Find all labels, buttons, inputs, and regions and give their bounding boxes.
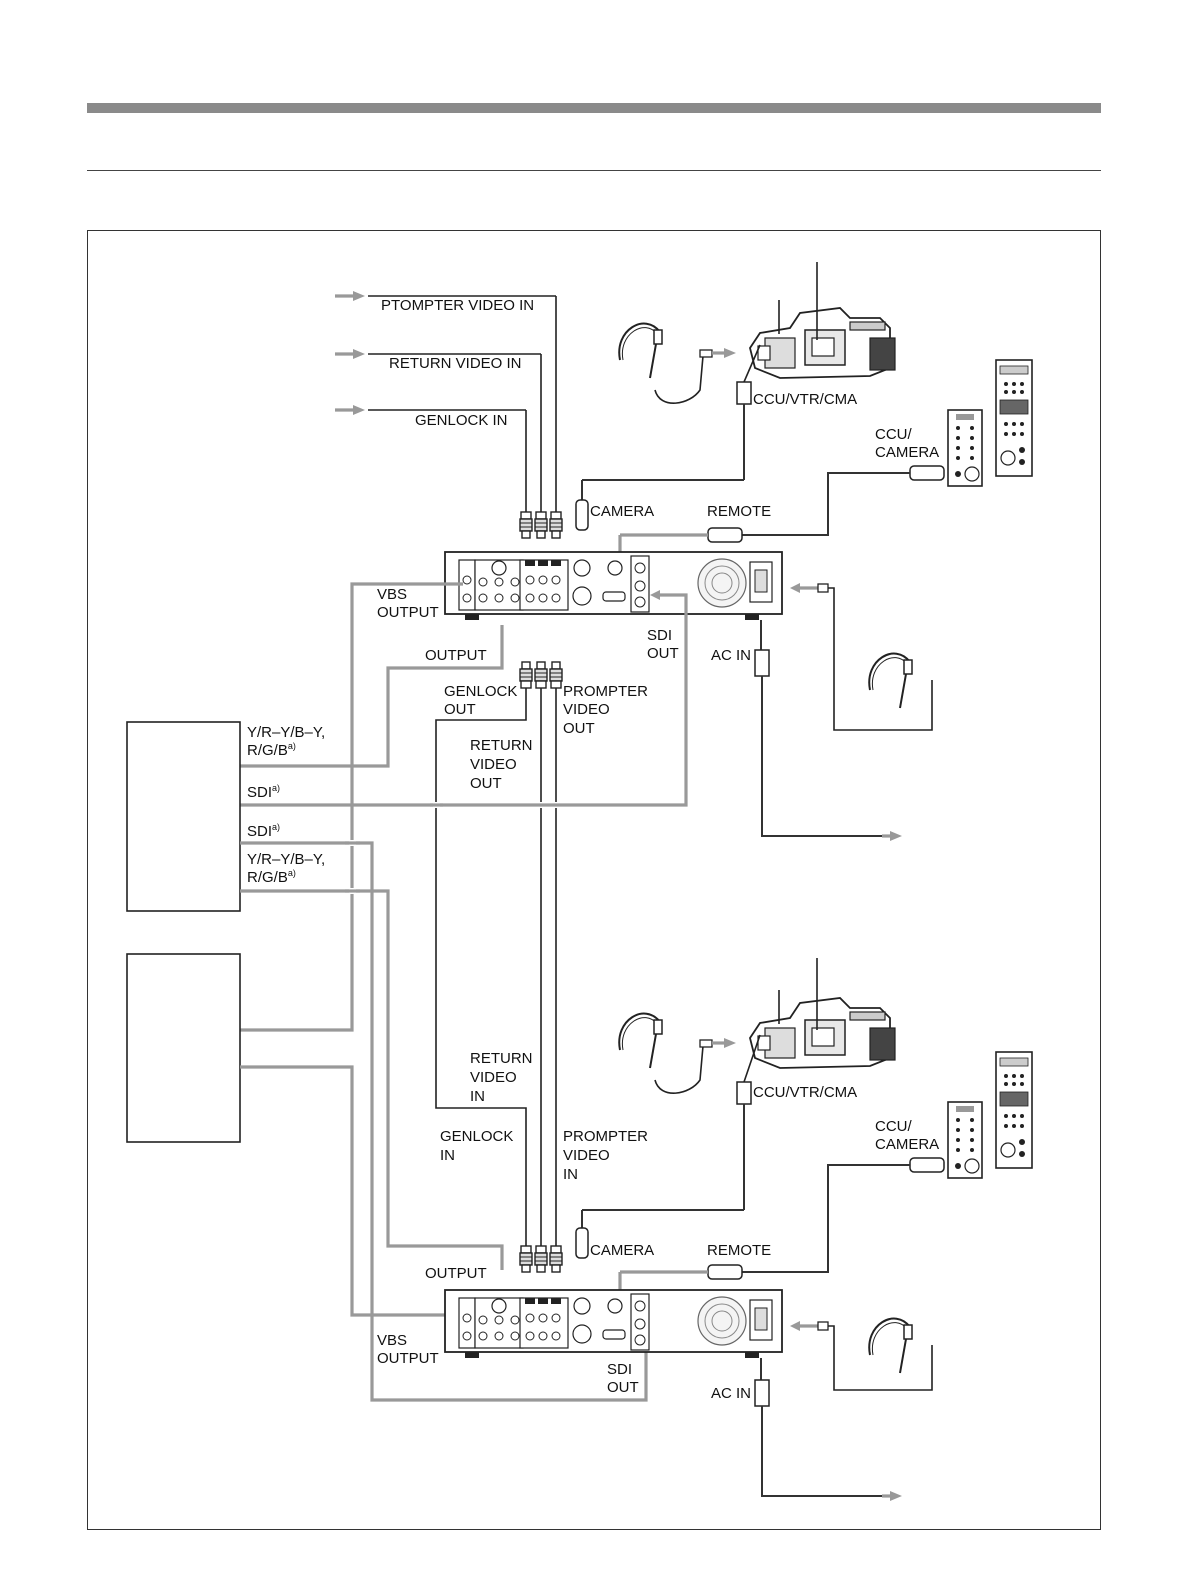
bnc-connector-icon [519, 1245, 533, 1273]
ccu-label: CCU/ [875, 1118, 912, 1135]
remote-connector-icon [909, 1157, 945, 1173]
remote-plug-icon [707, 1264, 743, 1280]
ccu-camera-label: CAMERA [875, 444, 939, 461]
sdi-out-cable [240, 593, 688, 807]
genlock-label: GENLOCK [444, 683, 517, 700]
ccu-vtr-cma-label: CCU/VTR/CMA [753, 391, 857, 408]
return-video-in-line [335, 349, 542, 512]
vbs-label: VBS [377, 586, 407, 603]
ccu-vtr-cma-label: CCU/VTR/CMA [753, 1084, 857, 1101]
output-label: OUTPUT [425, 1265, 487, 1282]
sdi-label-1: SDIa) [247, 783, 280, 801]
sdi-cable-2 [240, 841, 648, 1402]
return-label: RETURN [470, 737, 533, 754]
monitor-box-1 [126, 721, 241, 912]
remote-panel-icon [947, 409, 983, 487]
camera-cable-connector-icon [575, 1227, 589, 1259]
genlock-cable [435, 688, 527, 1246]
ccu-unit-bottom [444, 1289, 783, 1359]
bnc-connector-icon [549, 511, 563, 539]
return-video-label: VIDEO [470, 756, 517, 773]
sdi-label-2: SDIa) [247, 822, 280, 840]
bnc-connector-icon [534, 661, 548, 689]
return-video-in-label: RETURN VIDEO IN [389, 355, 522, 372]
bnc-connector-icon [519, 661, 533, 689]
bnc-connector-icon [519, 511, 533, 539]
headset-cable [654, 1045, 704, 1094]
prompter-in-label: IN [563, 1166, 578, 1183]
sdi-out-label: OUT [647, 645, 679, 662]
camera-port-label: CAMERA [590, 1242, 654, 1259]
sdi-label: SDI [647, 627, 672, 644]
output-label: OUTPUT [425, 647, 487, 664]
diagram-frame [87, 230, 1101, 1530]
prompter-video-label: VIDEO [563, 1147, 610, 1164]
headset-icon [868, 1317, 913, 1374]
remote-control-panel-icon [995, 1051, 1033, 1169]
genlock-in-label: IN [440, 1147, 455, 1164]
remote-control-panel-icon [995, 359, 1033, 477]
prompter-video-label: VIDEO [563, 701, 610, 718]
ac-in-label: AC IN [711, 647, 751, 664]
yrb-cable-2 [240, 889, 504, 1270]
camera-icon [749, 997, 896, 1069]
bnc-connector-icon [534, 511, 548, 539]
bnc-connector-icon [549, 661, 563, 689]
headset-icon [868, 652, 913, 709]
return-out-label: OUT [470, 775, 502, 792]
prompter-video-in-label: PTOMPTER VIDEO IN [381, 297, 534, 314]
remote-plug-icon [707, 527, 743, 543]
rgb-label-2: R/G/Ba) [247, 868, 296, 886]
ac-plug-icon [754, 1379, 770, 1407]
prompter-video-in-line [335, 291, 557, 512]
headset-cable [654, 355, 704, 404]
genlock-in-label: GENLOCK IN [415, 412, 508, 429]
genlock-in-line [335, 405, 527, 512]
ccu-vtr-cma-connector-icon [736, 381, 752, 405]
prompter-label: PROMPTER [563, 1128, 648, 1145]
rgb-label-1: R/G/Ba) [247, 741, 296, 759]
vbs-output-cable [240, 582, 463, 1032]
genlock-label: GENLOCK [440, 1128, 513, 1145]
camera-cable-connector-icon [575, 499, 589, 531]
camera-icon [749, 307, 896, 379]
ac-in-label: AC IN [711, 1385, 751, 1402]
vbs-label: VBS [377, 1332, 407, 1349]
return-in-label: IN [470, 1088, 485, 1105]
ac-plug-icon [754, 649, 770, 677]
prompter-out-label: OUT [563, 720, 595, 737]
vbs-output-label: OUTPUT [377, 604, 439, 621]
bnc-connector-icon [534, 1245, 548, 1273]
yrb-label-1: Y/R–Y/B–Y, [247, 724, 325, 741]
sdi-label: SDI [607, 1361, 632, 1378]
ccu-label: CCU/ [875, 426, 912, 443]
prompter-label: PROMPTER [563, 683, 648, 700]
sdi-out-label: OUT [607, 1379, 639, 1396]
monitor-box-2 [126, 953, 241, 1143]
ccu-camera-label: CAMERA [875, 1136, 939, 1153]
camera-port-label: CAMERA [590, 503, 654, 520]
vbs-output-label: OUTPUT [377, 1350, 439, 1367]
ccu-vtr-cma-connector-icon [736, 1081, 752, 1105]
bnc-connector-icon [549, 1245, 563, 1273]
remote-label: REMOTE [707, 1242, 771, 1259]
header-rule [87, 170, 1101, 171]
output-cable [240, 625, 504, 768]
header-bar [87, 103, 1101, 113]
headset-icon [618, 1012, 663, 1069]
headset-icon [618, 322, 663, 379]
vbs-output-cable-2 [240, 1065, 463, 1317]
remote-connector-icon [909, 465, 945, 481]
remote-label: REMOTE [707, 503, 771, 520]
yrb-label-2: Y/R–Y/B–Y, [247, 851, 325, 868]
return-video-label: VIDEO [470, 1069, 517, 1086]
ccu-unit-top [444, 551, 783, 621]
return-label: RETURN [470, 1050, 533, 1067]
remote-panel-icon [947, 1101, 983, 1179]
genlock-out-label: OUT [444, 701, 476, 718]
